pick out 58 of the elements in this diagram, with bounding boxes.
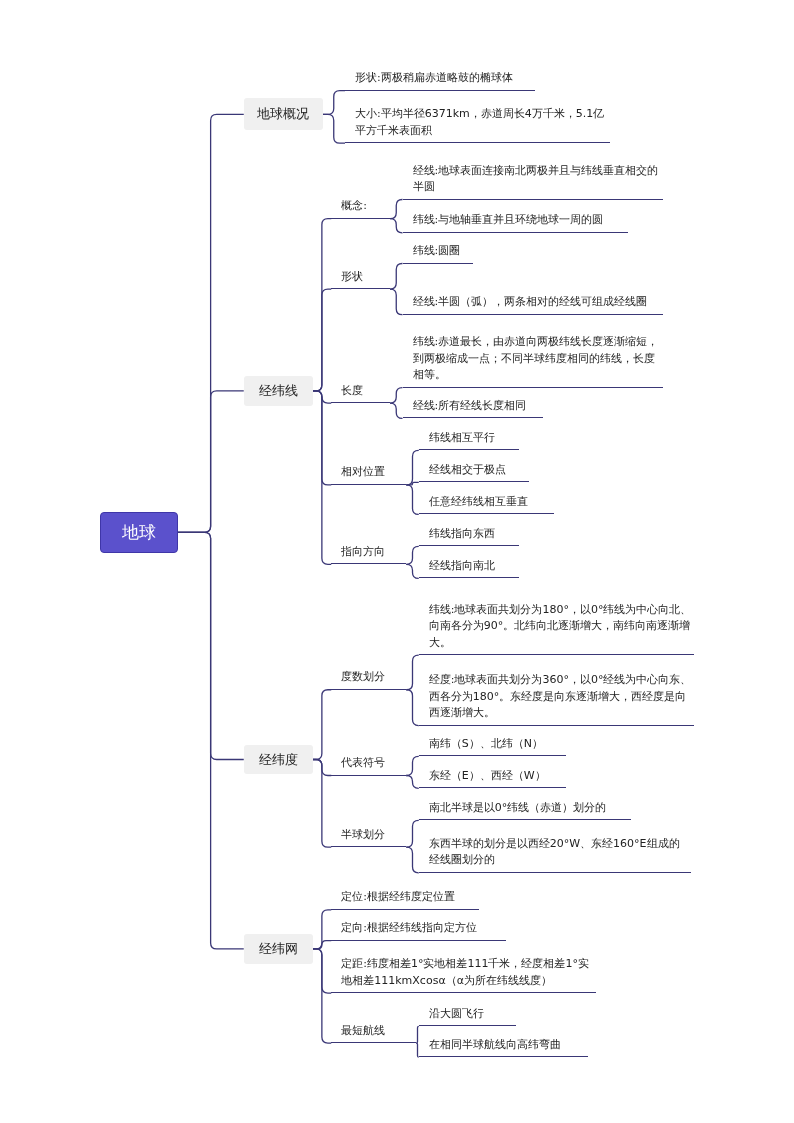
branch-label: 经线:所有经线长度相同 xyxy=(402,391,543,419)
branch-label: 纬线:圆圈 xyxy=(402,236,473,264)
branch-label: 经线指向南北 xyxy=(418,551,519,579)
topic-box: 地球概况 xyxy=(243,98,323,131)
connector-line xyxy=(389,402,404,420)
connector-line xyxy=(389,262,404,290)
branch-label: 最短航线 xyxy=(331,1014,417,1044)
branch-label: 定距:纬度相差1°实地相差111千米，经度相差1°实地相差111kmXcosα（α为所在纬线线度） xyxy=(331,944,597,994)
connector-line xyxy=(405,846,420,874)
connector-line xyxy=(405,689,420,727)
connector-line xyxy=(311,390,332,565)
branch-label: 大小:平均半径6371km，赤道周长4万千米，5.1亿平方千米表面积 xyxy=(345,94,610,144)
branch-label: 形状:两极稍扁赤道略鼓的椭球体 xyxy=(345,63,535,91)
topic-box: 经纬度 xyxy=(243,744,313,775)
branch-label: 定向:根据经纬线指向定方位 xyxy=(331,913,507,941)
branch-label: 定位:根据经纬度定位置 xyxy=(331,883,479,910)
branch-label: 纬线指向东西 xyxy=(418,519,519,547)
branch-label: 代表符号 xyxy=(331,747,407,776)
connector-line xyxy=(389,387,404,404)
connector-line xyxy=(405,484,420,516)
branch-label: 概念: xyxy=(331,190,390,219)
branch-label: 度数划分 xyxy=(331,661,407,690)
branch-label: 经线:地球表面连接南北两极并且与纬线垂直相交的半圆 xyxy=(402,152,663,200)
branch-label: 经度:地球表面共划分为360°，以0°经线为中心向东、西各分为180°。东经度是向东逐渐增大，西经度是向西逐渐增大。 xyxy=(418,656,694,726)
branch-label: 纬线:与地轴垂直并且环绕地球一周的圆 xyxy=(402,205,628,233)
connector-line xyxy=(405,563,420,580)
connector-line xyxy=(311,948,332,1044)
branch-label: 在相同半球航线向高纬弯曲 xyxy=(418,1030,588,1058)
connector-line xyxy=(389,218,404,234)
connector-line xyxy=(415,1042,420,1058)
root-box: 地球 xyxy=(100,511,178,553)
branch-label: 经线相交于极点 xyxy=(418,455,529,483)
connector-line xyxy=(389,288,404,316)
branch-label: 东西半球的划分是以西经20°W、东经160°E组成的经线圈划分的 xyxy=(418,824,692,873)
topic-box: 经纬线 xyxy=(243,376,313,406)
connector-line xyxy=(405,481,420,486)
branch-label: 纬线相互平行 xyxy=(418,423,519,451)
connector-line xyxy=(311,758,332,848)
connector-line xyxy=(405,819,420,848)
connector-line xyxy=(415,1025,420,1044)
connector-line xyxy=(321,113,346,144)
branch-label: 形状 xyxy=(331,260,390,290)
branch-label: 东经（E）、西经（W） xyxy=(418,761,567,789)
branch-label: 沿大圆飞行 xyxy=(418,999,517,1027)
branch-label: 相对位置 xyxy=(331,456,407,485)
branch-label: 指向方向 xyxy=(331,536,407,565)
branch-label: 半球划分 xyxy=(331,819,407,848)
connector-line xyxy=(405,774,420,789)
branch-label: 经线:半圆（弧），两条相对的经线可组成经线圈 xyxy=(402,266,663,315)
branch-label: 任意经纬线相互垂直 xyxy=(418,487,554,515)
connector-line xyxy=(176,531,245,950)
branch-label: 南纬（S）、北纬（N） xyxy=(418,729,567,757)
connector-line xyxy=(405,545,420,565)
branch-label: 南北半球是以0°纬线（赤道）划分的 xyxy=(418,793,632,821)
branch-label: 长度 xyxy=(331,374,390,404)
branch-label: 纬线:地球表面共划分为180°，以0°纬线为中心向北、向南各分为90°。北纬向北逐渐增大，南纬向南逐渐增大。 xyxy=(418,586,694,656)
branch-label: 纬线:赤道最长，由赤道向两极纬线长度逐渐缩短，到两极缩成一点；不同半球纬度相同的纬线，长度相等。 xyxy=(402,318,663,388)
topic-box: 经纬网 xyxy=(243,934,313,964)
